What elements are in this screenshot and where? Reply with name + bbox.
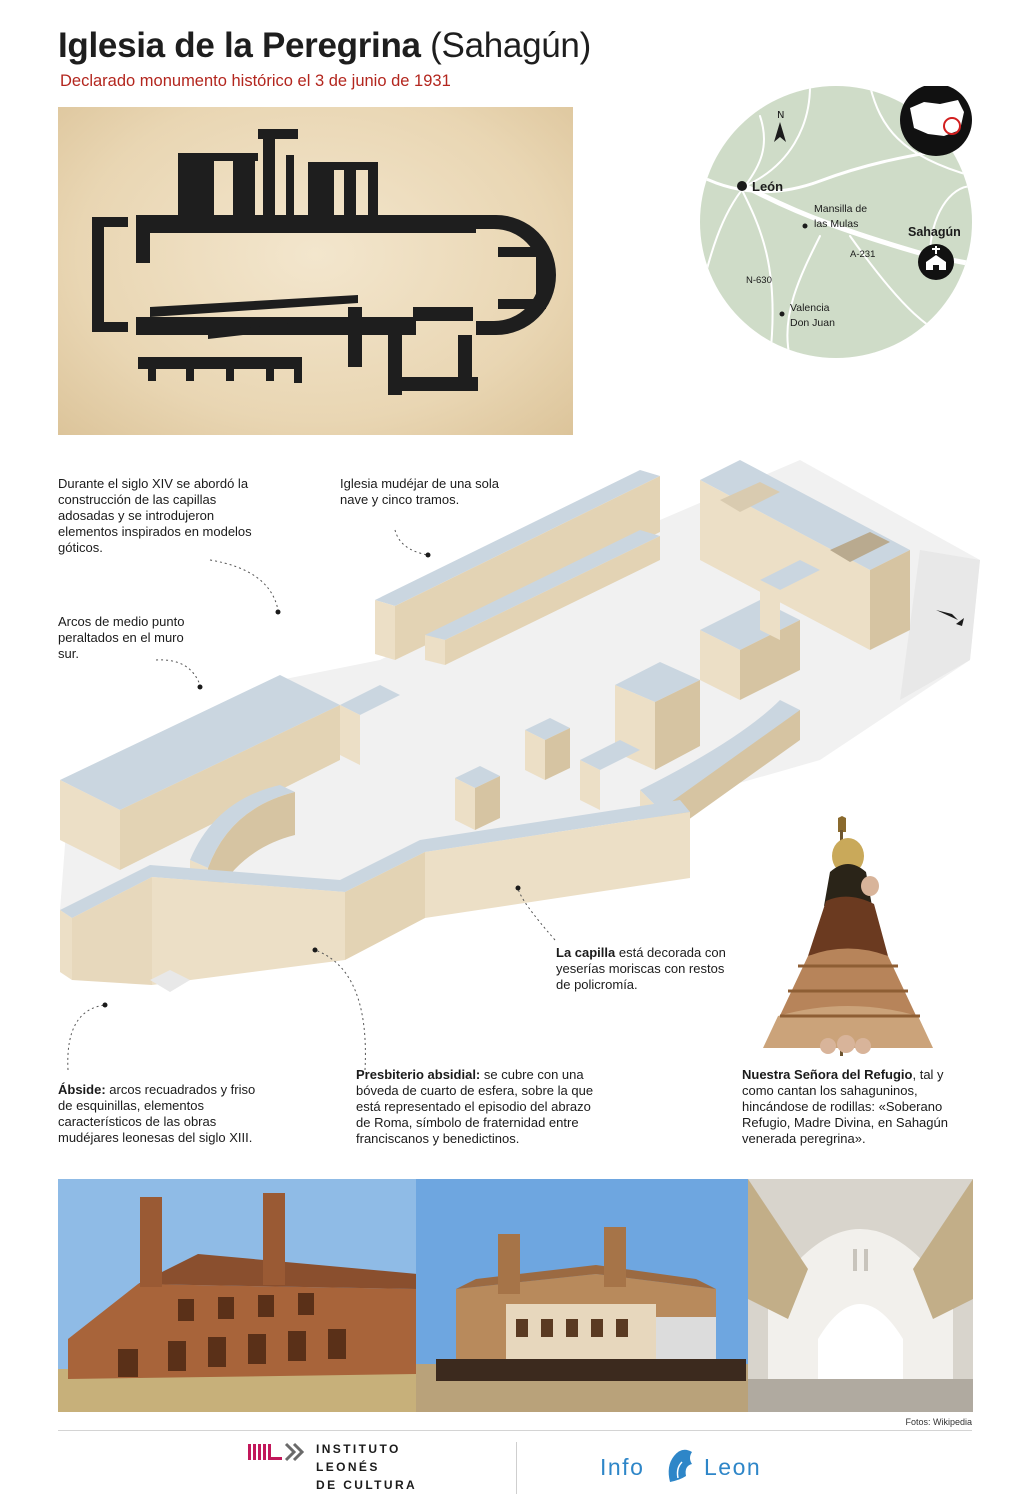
floor-plan-drawing [92, 129, 556, 395]
road-n630: N-630 [746, 275, 772, 286]
note-iglesia: Iglesia mudéjar de una sola nave y cinco… [340, 476, 499, 507]
note-abside: Ábside: arcos recuadrados y friso de esq… [58, 1082, 256, 1145]
city-valencia-2: Don Juan [790, 317, 835, 329]
city-leon: León [752, 179, 783, 194]
note-capilla: La capilla está decorada con yeserías mo… [556, 945, 726, 992]
photo-church-ruins [58, 1179, 416, 1412]
photo-chapel-interior [748, 1179, 973, 1412]
location-map-drawing: N León Mansilla de las Mulas A-231 N-630… [700, 86, 972, 358]
note-senora: Nuestra Señora del Refugio, tal y como c… [742, 1067, 948, 1146]
ilc-logo-icon [248, 1442, 305, 1462]
page-subtitle: Declarado monumento histórico el 3 de ju… [60, 72, 451, 90]
lion-icon [668, 1449, 692, 1482]
photo-credit: Fotos: Wikipedia [905, 1417, 972, 1427]
isometric-model [40, 440, 1000, 1080]
infoleon-logo: Info Leon [600, 1446, 790, 1486]
road-a231: A-231 [850, 249, 875, 260]
infoleon-word-leon: Leon [704, 1454, 762, 1480]
page-title: Iglesia de la Peregrina (Sahagún) [58, 26, 591, 66]
city-mansilla-2: las Mulas [814, 218, 858, 230]
location-map: N León Mansilla de las Mulas A-231 N-630… [700, 86, 972, 358]
isometric-model-drawing [60, 460, 980, 1071]
note-arcos: Arcos de medio punto peraltados en el mu… [58, 614, 185, 661]
note-presbiterio: Presbiterio absidial: se cubre con una b… [356, 1067, 594, 1146]
city-valencia-1: Valencia [790, 302, 830, 314]
footer-divider [516, 1442, 517, 1494]
title-light: (Sahagún) [430, 26, 591, 65]
footer-rule [58, 1430, 972, 1431]
city-sahagun: Sahagún [908, 225, 961, 239]
north-label: N [777, 110, 784, 121]
virgin-statue-image [738, 816, 966, 1056]
title-bold: Iglesia de la Peregrina [58, 26, 421, 65]
photo-church-restored [416, 1179, 748, 1412]
floor-plan [58, 107, 573, 435]
note-capillas: Durante el siglo XIV se abordó la constr… [58, 476, 252, 555]
infoleon-word-info: Info [600, 1454, 645, 1480]
ilc-wordmark: INSTITUTO LEONÉS DE CULTURA [316, 1442, 418, 1492]
city-mansilla-1: Mansilla de [814, 203, 867, 215]
